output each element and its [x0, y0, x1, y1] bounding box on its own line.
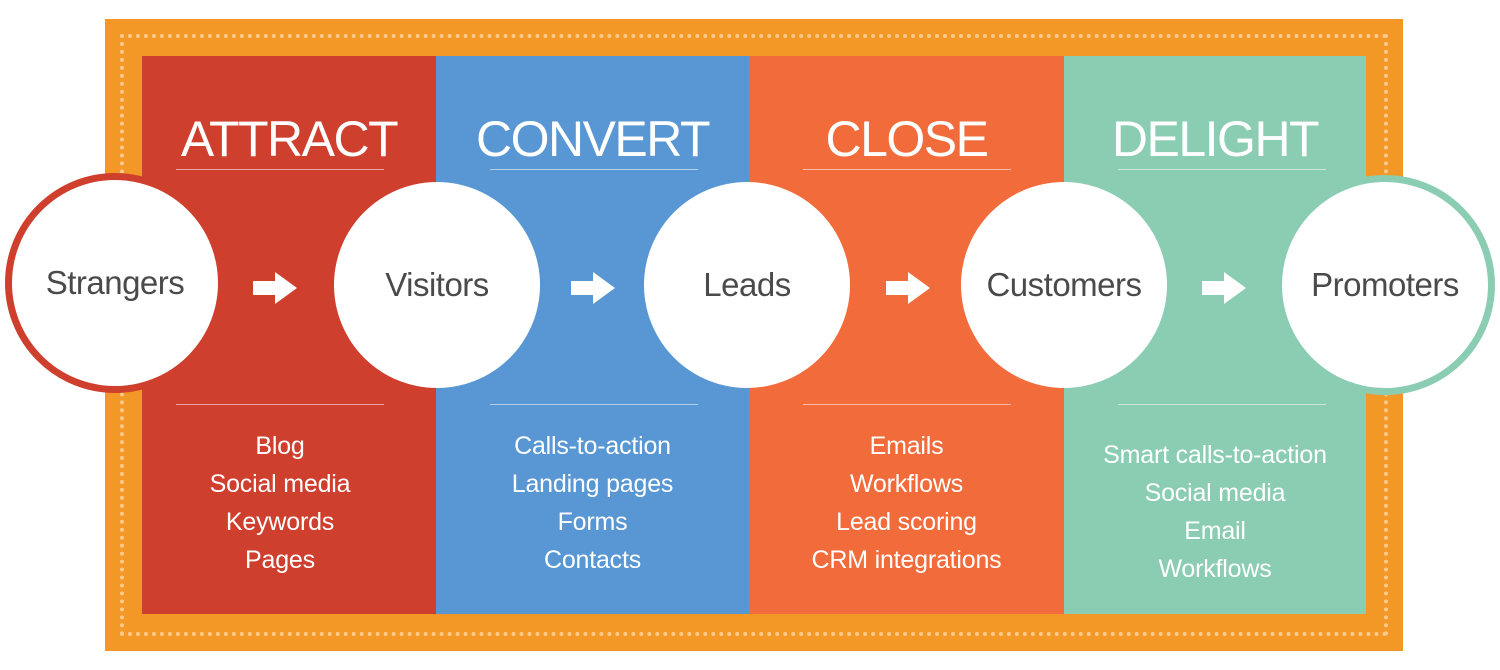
- stage-title: DELIGHT: [1111, 111, 1320, 167]
- stage-items: Smart calls-to-action Social media Email…: [1064, 436, 1366, 588]
- divider-bottom: [803, 404, 1011, 405]
- list-item: Forms: [557, 508, 628, 536]
- list-item: Email: [1184, 517, 1246, 545]
- list-item: Social media: [209, 470, 351, 498]
- list-item: Blog: [255, 432, 305, 460]
- node-label: Promoters: [1311, 266, 1459, 303]
- stage-items: Blog Social media Keywords Pages: [124, 427, 436, 579]
- list-item: Workflows: [849, 470, 964, 498]
- list-item: Workflows: [1158, 555, 1272, 583]
- divider-top: [1118, 169, 1326, 170]
- divider-bottom: [176, 404, 384, 405]
- node-label: Leads: [703, 266, 791, 303]
- divider-top: [803, 169, 1011, 170]
- list-item: Landing pages: [511, 470, 674, 498]
- list-item: CRM integrations: [811, 546, 1002, 574]
- divider-top: [490, 169, 698, 170]
- divider-bottom: [1118, 404, 1326, 405]
- node-leads: Leads: [644, 182, 850, 388]
- node-promoters: Promoters: [1275, 175, 1495, 395]
- node-label: Strangers: [45, 264, 185, 301]
- stage-items: Calls-to-action Landing pages Forms Cont…: [436, 427, 749, 579]
- list-item: Smart calls-to-action: [1103, 441, 1327, 469]
- right-arrow-icon: [253, 272, 297, 304]
- node-strangers: Strangers: [5, 173, 225, 393]
- list-item: Contacts: [543, 546, 642, 574]
- stage-title: ATTRACT: [180, 111, 399, 167]
- node-visitors: Visitors: [334, 182, 540, 388]
- node-label: Visitors: [385, 266, 489, 303]
- stage-items: Emails Workflows Lead scoring CRM integr…: [749, 427, 1064, 579]
- list-item: Keywords: [225, 508, 335, 536]
- list-item: Pages: [245, 546, 315, 574]
- divider-top: [176, 169, 384, 170]
- stage-attract: ATTRACT Blog Social media Keywords Pages: [142, 56, 436, 614]
- list-item: Social media: [1144, 479, 1286, 507]
- right-arrow-icon: [1202, 272, 1246, 304]
- right-arrow-icon: [571, 272, 615, 304]
- node-customers: Customers: [961, 182, 1167, 388]
- stage-title: CLOSE: [825, 111, 989, 167]
- list-item: Emails: [869, 432, 944, 460]
- right-arrow-icon: [886, 272, 930, 304]
- divider-bottom: [490, 404, 698, 405]
- stage-title: CONVERT: [475, 111, 711, 167]
- node-label: Customers: [986, 266, 1142, 303]
- list-item: Calls-to-action: [514, 432, 671, 460]
- list-item: Lead scoring: [836, 508, 977, 536]
